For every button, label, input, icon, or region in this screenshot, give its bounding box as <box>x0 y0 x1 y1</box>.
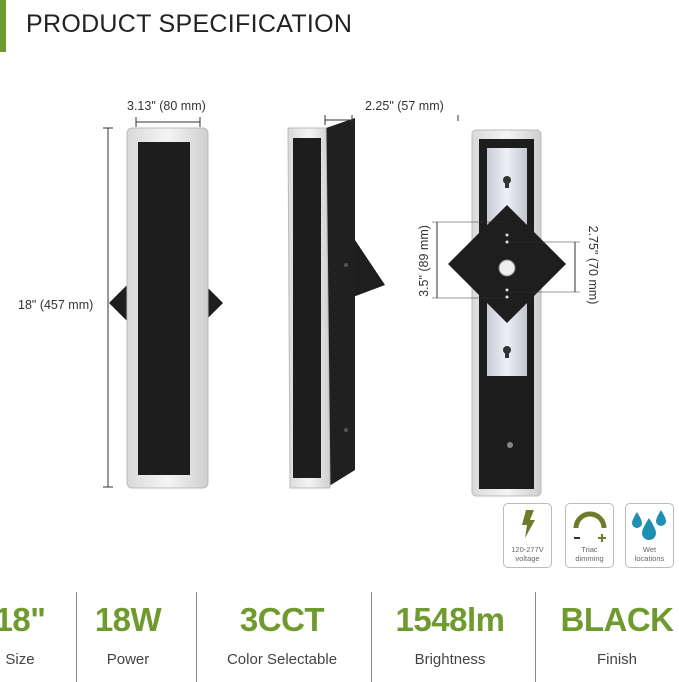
mount-height-label: 3.5" (89 mm) <box>417 225 431 297</box>
height-label: 18" (457 mm) <box>18 298 94 312</box>
stat-label: Power <box>106 651 150 668</box>
mount-spacing-label: 2.75" (70 mm) <box>586 225 600 305</box>
page-title: PRODUCT SPECIFICATION <box>26 10 353 38</box>
stat-label: Finish <box>596 651 637 668</box>
feature-label: voltage <box>515 554 540 563</box>
water-drops-icon <box>632 510 666 540</box>
stat-value: 3CCT <box>239 601 325 638</box>
feature-label: Wet <box>642 545 657 554</box>
stat-value: 18" <box>0 601 46 638</box>
front-width-label: 3.13" (80 mm) <box>127 99 206 113</box>
feature-label: Triac <box>581 545 598 554</box>
dimming-arc-icon <box>573 511 607 542</box>
front-view <box>103 117 223 489</box>
lightning-icon <box>522 510 535 538</box>
depth-label: 2.25" (57 mm) <box>365 99 444 113</box>
divider <box>76 592 77 682</box>
stat-value: 18W <box>94 601 162 638</box>
stat-label: Brightness <box>414 651 486 668</box>
side-view <box>287 115 459 489</box>
divider <box>371 592 372 682</box>
stat-size: 18" Size <box>0 600 95 668</box>
header-accent-bar <box>0 0 6 52</box>
feature-label: dimming <box>575 554 604 563</box>
stat-value: BLACK <box>560 601 674 638</box>
divider <box>535 592 536 682</box>
divider <box>196 592 197 682</box>
feature-label: 120-277V <box>511 545 544 554</box>
stat-label: Color Selectable <box>226 651 338 668</box>
stat-label: Size <box>5 651 35 668</box>
stat-cct: 3CCT Color Selectable <box>207 600 357 668</box>
stat-value: 1548lm <box>395 601 505 638</box>
stat-finish: BLACK Finish <box>542 600 679 668</box>
back-view <box>432 129 580 497</box>
product-drawings <box>103 115 580 497</box>
front-panel <box>138 142 190 475</box>
feature-label: locations <box>634 554 665 563</box>
stat-power: 18W Power <box>53 600 203 668</box>
